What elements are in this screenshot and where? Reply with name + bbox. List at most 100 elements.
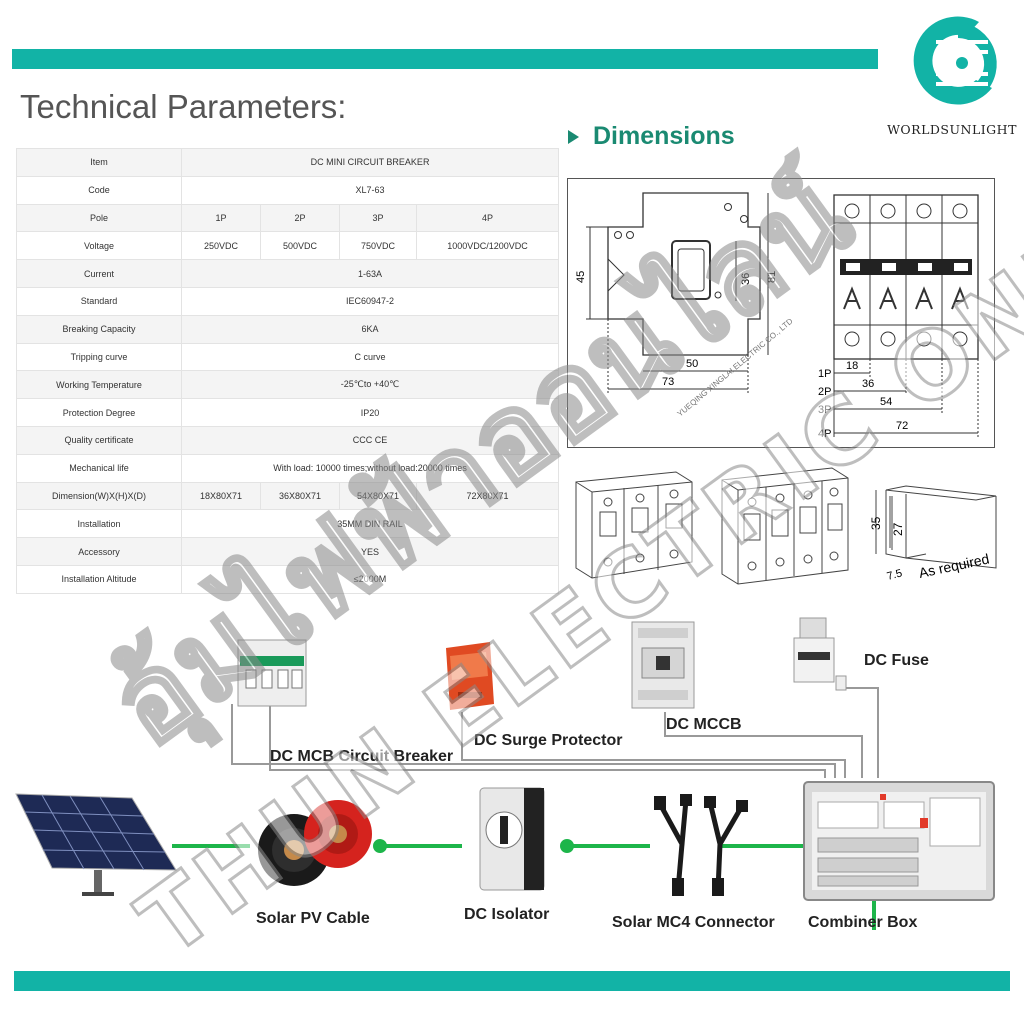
table-row: Installation 35MM DIN RAIL: [16, 509, 560, 539]
table-row: Tripping curve C curve: [16, 342, 560, 372]
cell-3p: 3P: [339, 203, 417, 233]
row-label: Installation Altitude: [16, 564, 182, 594]
dim-45: 45: [575, 271, 587, 283]
dc-mcb-image: [237, 639, 307, 707]
dc-fuse-label: DC Fuse: [864, 652, 929, 669]
dim-35: 35: [869, 516, 883, 530]
cell-3p: 54X80X71: [339, 481, 417, 511]
table-row: Accessory YES: [16, 537, 560, 566]
cell-2p: 500VDC: [260, 231, 340, 261]
table-row: Breaking Capacity 6KA: [16, 314, 560, 344]
row-value: XL7-63: [180, 175, 560, 205]
row-label: Accessory: [16, 537, 182, 566]
table-row: Mechanical life With load: 10000 times;w…: [16, 453, 560, 483]
cell-1p: 250VDC: [181, 231, 261, 261]
row-label: Dimension(W)X(H)X(D): [16, 481, 182, 511]
breaker-3d-sketches: [575, 467, 849, 585]
row-label: Pole: [16, 203, 182, 233]
system-wiring: [172, 687, 879, 930]
dc-mccb-label: DC MCCB: [666, 716, 742, 733]
solar-pv-cable-image: [258, 800, 372, 886]
row-label: Code: [16, 175, 182, 205]
dimensions-heading-text: Dimensions: [593, 122, 735, 150]
dimension-drawing-svg: 45 36 81 50 73 YUEQING XINGLAI ELECTRIC …: [575, 192, 979, 440]
dc-fuse-image: [793, 617, 847, 691]
row-value: With load: 10000 times;without load:2000…: [180, 453, 560, 483]
dim-54: 54: [880, 396, 892, 408]
parameters-table: Item DC MINI CIRCUIT BREAKER Code XL7-63…: [16, 148, 560, 594]
row-value: YES: [180, 537, 560, 566]
table-row: Quality certificate CCC CE: [16, 425, 560, 455]
row-label: Quality certificate: [16, 425, 182, 455]
cell-1p: 1P: [181, 203, 261, 233]
table-row: Installation Altitude ≤2000M: [16, 564, 560, 594]
brand-name: WORLDSUNLIGHT: [887, 122, 1017, 137]
row-label: Breaking Capacity: [16, 314, 182, 344]
table-row: Pole 1P 2P 3P 4P: [16, 203, 560, 233]
combiner-box-image: [803, 781, 995, 901]
table-row: Protection Degree IP20: [16, 398, 560, 427]
bottom-accent-bar: [14, 971, 1010, 991]
dim-81: 81: [766, 271, 778, 283]
table-row: Working Temperature -25℃to +40℃: [16, 370, 560, 400]
dim-27: 27: [891, 522, 905, 536]
dim-73: 73: [662, 376, 674, 388]
dim-50: 50: [686, 358, 698, 370]
dim-36-front: 36: [862, 378, 874, 390]
rail-note: As required: [917, 550, 990, 581]
table-row: Item DC MINI CIRCUIT BREAKER: [16, 148, 560, 177]
row-label: Working Temperature: [16, 370, 182, 400]
solar-mc4-connector-label: Solar MC4 Connector: [612, 914, 775, 931]
row-label: Standard: [16, 286, 182, 316]
row-value: DC MINI CIRCUIT BREAKER: [180, 148, 560, 177]
pole-3p-label: 3P: [818, 404, 831, 416]
cell-1p: 18X80X71: [181, 481, 261, 511]
table-row: Code XL7-63: [16, 175, 560, 205]
row-value: 35MM DIN RAIL: [180, 509, 560, 539]
row-value: 6KA: [180, 314, 560, 344]
dc-surge-protector-image: [446, 642, 494, 710]
solar-pv-cable-label: Solar PV Cable: [256, 910, 370, 927]
row-value: IEC60947-2: [180, 286, 560, 316]
dc-mccb-image: [631, 621, 695, 709]
brand-logo-icon: [913, 16, 997, 105]
dc-isolator-label: DC Isolator: [464, 906, 550, 923]
table-row: Standard IEC60947-2: [16, 286, 560, 316]
cell-3p: 750VDC: [339, 231, 417, 261]
row-value: -25℃to +40℃: [180, 370, 560, 400]
dc-isolator-image: [479, 787, 545, 891]
table-row: Dimension(W)X(H)X(D) 18X80X71 36X80X71 5…: [16, 481, 560, 511]
row-label: Tripping curve: [16, 342, 182, 372]
table-row: Current 1-63A: [16, 259, 560, 288]
row-label: Current: [16, 259, 182, 288]
row-label: Mechanical life: [16, 453, 182, 483]
dc-surge-protector-label: DC Surge Protector: [474, 732, 623, 749]
row-value: IP20: [180, 398, 560, 427]
cell-4p: 72X80X71: [415, 481, 560, 511]
top-accent-bar: [12, 49, 878, 69]
cell-4p: 1000VDC/1200VDC: [415, 231, 560, 261]
solar-panel-image: [15, 793, 177, 896]
breaker-4p-sketch: [721, 467, 849, 585]
solar-mc4-connector-image: [654, 794, 748, 896]
row-value: 1-63A: [180, 259, 560, 288]
cell-2p: 2P: [260, 203, 340, 233]
row-label: Voltage: [16, 231, 182, 261]
row-value: C curve: [180, 342, 560, 372]
triangle-bullet-icon: [568, 130, 579, 145]
row-value: ≤2000M: [180, 564, 560, 594]
row-label: Item: [16, 148, 182, 177]
brand-logo: WORLDSUNLIGHT: [884, 8, 1020, 142]
side-view-window: [671, 240, 711, 300]
combiner-box-label: Combiner Box: [808, 914, 918, 931]
side-view-outline: [607, 192, 761, 356]
pole-1p-label: 1P: [818, 368, 831, 380]
row-label: Installation: [16, 509, 182, 539]
row-value: CCC CE: [180, 425, 560, 455]
technical-parameters-heading: Technical Parameters:: [20, 88, 347, 125]
cell-4p: 4P: [415, 203, 560, 233]
pole-2p-label: 2P: [818, 386, 831, 398]
dc-mcb-label: DC MCB Circuit Breaker: [270, 748, 454, 765]
dimensions-heading: Dimensions: [568, 122, 735, 151]
dim-36: 36: [740, 273, 752, 285]
